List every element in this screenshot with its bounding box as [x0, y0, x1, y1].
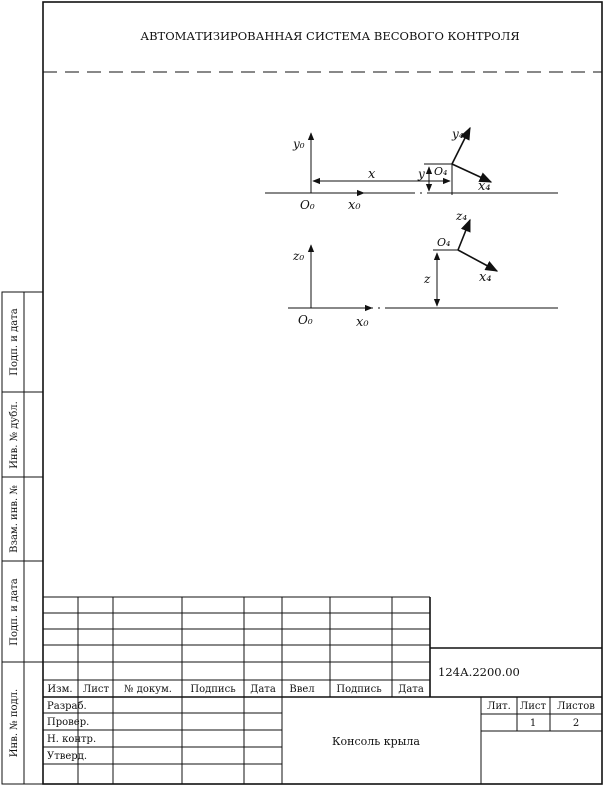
- doc-number: 124А.2200.00: [438, 665, 520, 679]
- header-title: АВТОМАТИЗИРОВАННАЯ СИСТЕМА ВЕСОВОГО КОНТ…: [140, 29, 519, 43]
- axis-z4-arrow: [457, 218, 471, 251]
- title-block: Изм. Лист № докум. Подпись Дата Ввел Под…: [43, 596, 602, 784]
- stamp-inv-dubl: Инв. № дубл.: [9, 401, 20, 469]
- role-developer: Разраб.: [47, 701, 87, 712]
- axis-x4-arrow-bottom: [457, 249, 499, 272]
- label-o0-bottom: O₀: [298, 313, 313, 327]
- doc-title: Консоль крыла: [332, 735, 420, 748]
- label-o4: O₄: [434, 165, 447, 178]
- label-y4: y₄: [451, 127, 464, 141]
- stamp-inv-podl: Инв. № подл.: [9, 689, 20, 757]
- label-x0: x₀: [348, 198, 361, 213]
- col-izm: Изм.: [47, 684, 72, 695]
- role-norm-control: Н. контр.: [47, 734, 96, 745]
- col-doc-number: № докум.: [124, 684, 172, 695]
- label-o4-bottom: O₄: [437, 236, 450, 249]
- label-y0: y₀: [292, 137, 305, 151]
- label-z: z: [423, 272, 431, 286]
- label-x: x: [368, 167, 376, 182]
- col-date-2: Дата: [398, 684, 424, 695]
- label-o0: O₀: [300, 198, 315, 212]
- lit-header: Лит.: [487, 701, 511, 712]
- axis-x4-arrow: [451, 163, 493, 183]
- stamp-podp-data-lower: Подп. и дата: [9, 578, 20, 645]
- label-x4: x₄: [478, 179, 491, 194]
- sheet-header: Лист: [520, 701, 547, 712]
- diagram-xy: y₀ O₀ x₀ x y O₄ y₄ x₄: [265, 126, 558, 213]
- col-signature: Подпись: [190, 684, 236, 695]
- col-signature-2: Подпись: [336, 684, 382, 695]
- col-list: Лист: [83, 684, 110, 695]
- role-approver: Утверд.: [47, 751, 87, 762]
- diagram-xz: z₀ O₀ x₀ z O₄ z₄ x₄: [288, 209, 558, 330]
- sheets-value: 2: [573, 718, 579, 729]
- label-z4: z₄: [455, 209, 467, 223]
- label-z0: z₀: [292, 249, 304, 263]
- col-date: Дата: [250, 684, 276, 695]
- sheet-value: 1: [530, 718, 536, 729]
- label-x4-bottom: x₄: [479, 270, 492, 285]
- label-y: y: [417, 167, 425, 181]
- axis-y4-arrow: [451, 126, 471, 165]
- stamp-vzam-inv: Взам. инв. №: [9, 485, 20, 553]
- sheets-header: Листов: [557, 701, 595, 712]
- role-checker: Провер.: [47, 717, 89, 728]
- stamp-podp-data-upper: Подп. и дата: [9, 308, 20, 375]
- col-entered: Ввел: [289, 684, 314, 695]
- side-stamp-column: Инв. № подл. Подп. и дата Взам. инв. № И…: [1, 291, 44, 785]
- label-x0-bottom: x₀: [356, 315, 369, 330]
